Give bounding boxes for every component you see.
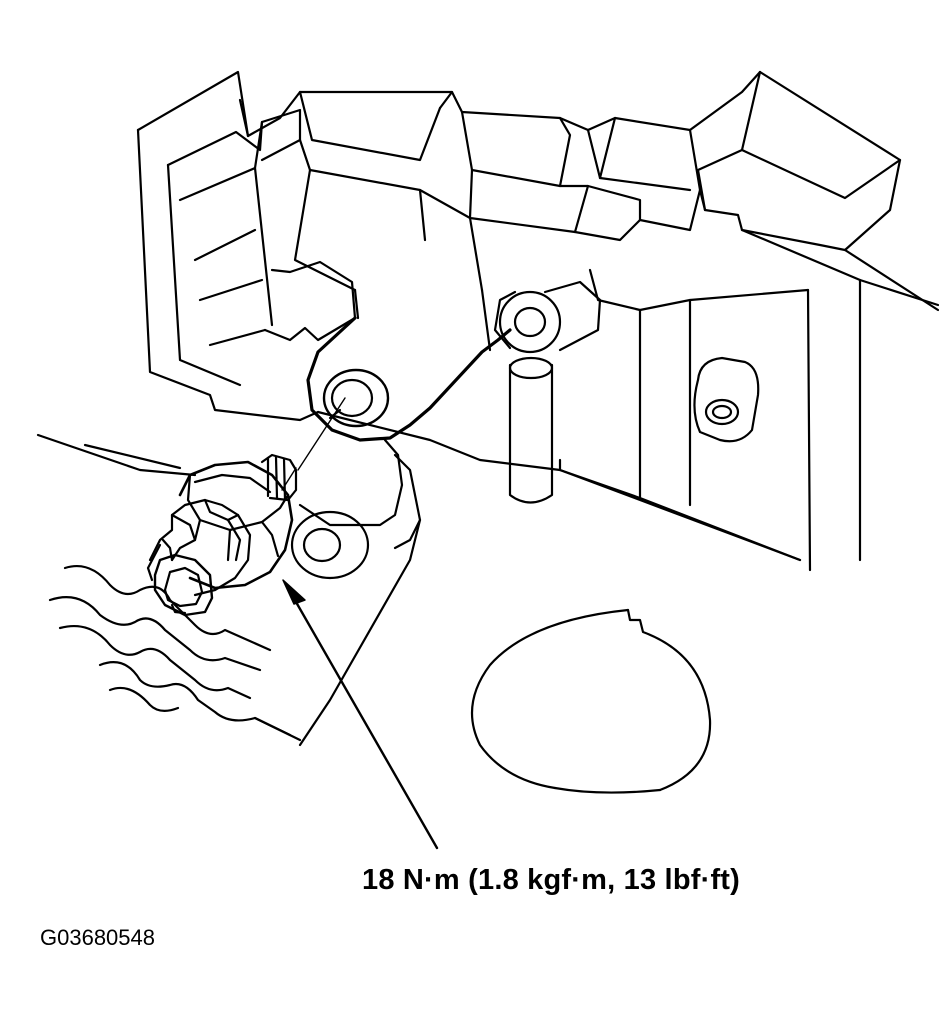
right-drain-boss xyxy=(693,356,760,443)
transmission-housing xyxy=(136,70,939,572)
installation-axis-line xyxy=(281,397,346,491)
arrow-icon xyxy=(282,579,439,850)
torque-callout: 18 N·m (1.8 kgf·m, 13 lbf·ft) xyxy=(362,864,741,896)
sensor-mounting-boss xyxy=(306,316,512,442)
lower-housing xyxy=(36,433,802,794)
figure-id: G03680548 xyxy=(40,925,155,950)
ring-eye-bolt xyxy=(493,280,602,504)
sensor-icon xyxy=(146,453,298,617)
